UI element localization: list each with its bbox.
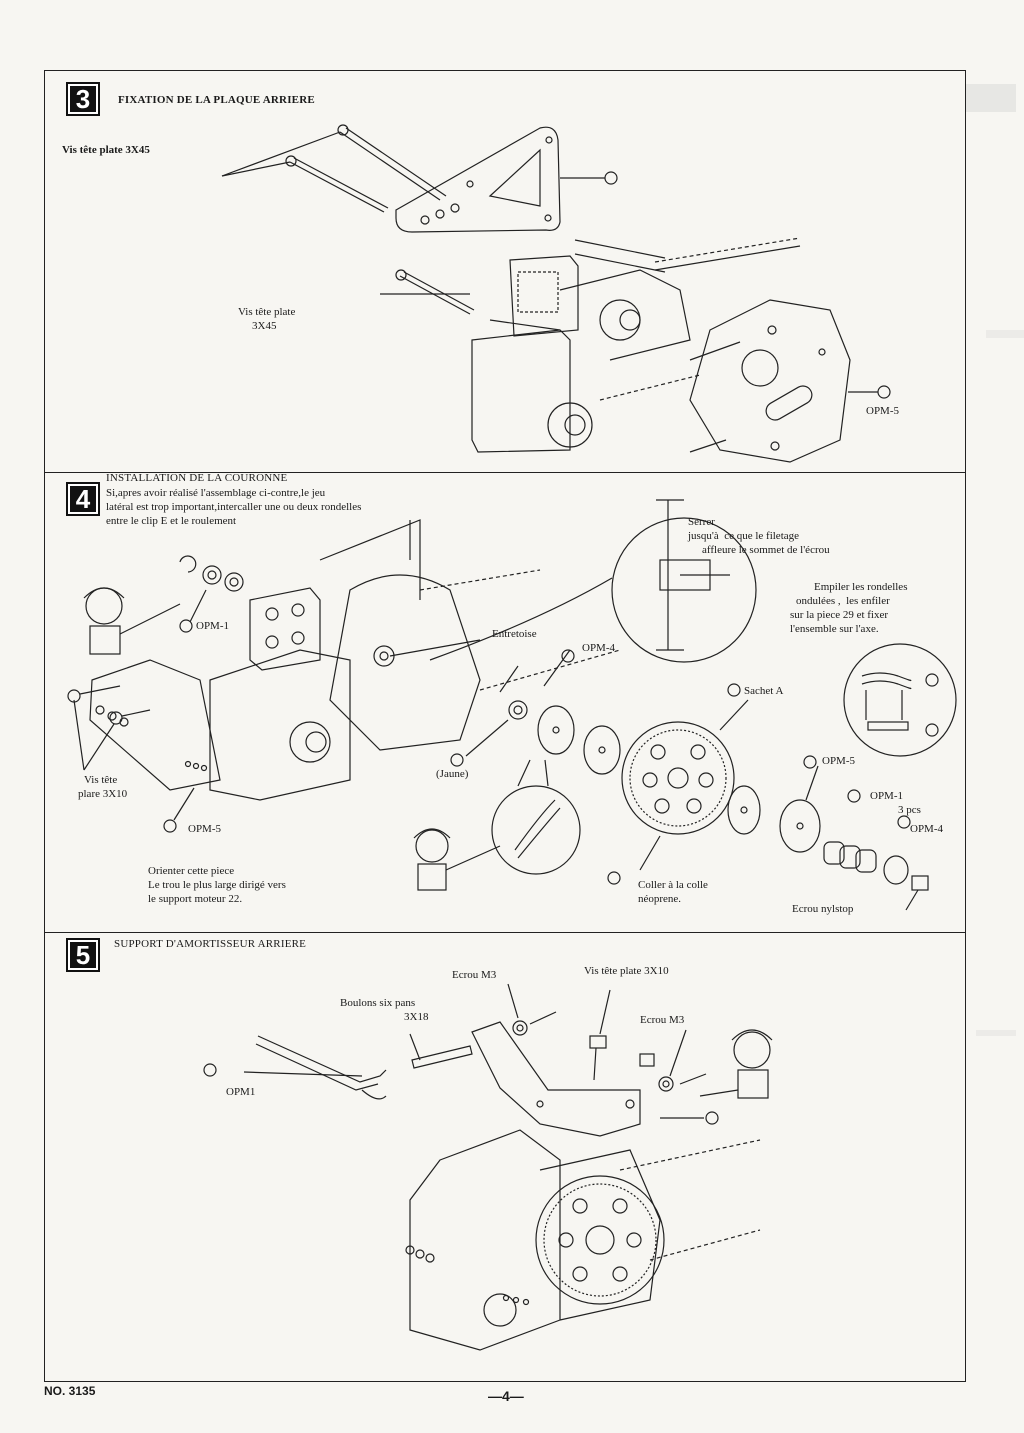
serrer-text-3: affleure le sommet de l'écrou — [702, 544, 830, 556]
colle-text-2: néoprene. — [638, 893, 682, 905]
step-4-text-3: entre le clip E et le roulement — [106, 515, 237, 527]
orienter-text-2: Le trou le plus large dirigé vers — [148, 879, 286, 891]
jaune-label: (Jaune) — [436, 768, 469, 780]
boulons-label-2: 3X18 — [404, 1011, 429, 1023]
empiler-text-4: l'ensemble sur l'axe. — [790, 623, 879, 635]
page-frame — [44, 70, 966, 1382]
opm4-label-a: OPM-4 — [582, 642, 616, 654]
orienter-text-1: Orienter cette piece — [148, 865, 235, 877]
step-4-title: INSTALLATION DE LA COURONNE — [106, 472, 288, 484]
empiler-text-3: sur la piece 29 et fixer — [790, 609, 889, 621]
step-3-drawing — [221, 124, 891, 463]
opm4-label-b: OPM-4 — [910, 823, 944, 835]
step-4-drawing — [67, 499, 957, 911]
ecrou-m3-label-a: Ecrou M3 — [452, 969, 497, 981]
step-3-title: FIXATION DE LA PLAQUE ARRIERE — [118, 94, 315, 106]
step-4-badge: 4 — [66, 482, 100, 516]
doc-number: NO. 3135 — [44, 1384, 96, 1398]
opm5-label-b: OPM-5 — [822, 755, 856, 767]
section-divider-3-4 — [44, 472, 966, 473]
step-3-screw-top-label: Vis tête plate 3X45 — [62, 144, 150, 156]
colle-text-1: Coller à la colle — [638, 879, 708, 891]
vis-plate-label: Vis tête plate 3X10 — [584, 965, 669, 977]
empiler-text-2: ondulées , les enfiler — [796, 595, 890, 607]
section-divider-4-5 — [44, 932, 966, 933]
ecrou-nylstop-label: Ecrou nylstop — [792, 903, 854, 915]
empiler-text-1: Empiler les rondelles — [814, 581, 908, 593]
vis-label-1: Vis tête — [84, 774, 118, 786]
step-3-badge: 3 — [66, 82, 100, 116]
boulons-label-1: Boulons six pans — [340, 997, 416, 1009]
opm5-label-a: OPM-5 — [188, 823, 222, 835]
pcs-label: 3 pcs — [898, 804, 921, 816]
step-3-screw-mid-label-1: Vis tête plate — [238, 306, 296, 318]
page-number: —4— — [488, 1388, 524, 1404]
opm1-label-a: OPM-1 — [196, 620, 230, 632]
step-3-opm-label: OPM-5 — [866, 405, 900, 417]
step-3-screw-mid-label-2: 3X45 — [252, 320, 277, 332]
step-5-title: SUPPORT D'AMORTISSEUR ARRIERE — [114, 938, 307, 950]
opm1-label-b: OPM-1 — [870, 790, 904, 802]
bleed-through-artifact — [966, 84, 1024, 1036]
ecrou-m3-label-b: Ecrou M3 — [640, 1014, 685, 1026]
orienter-text-3: le support moteur 22. — [148, 893, 243, 905]
step-5-badge: 5 — [66, 938, 100, 972]
opm1-label-step5: OPM1 — [226, 1086, 256, 1098]
step-4-text-2: latéral est trop important,intercaller u… — [106, 501, 362, 513]
serrer-text-2: jusqu'à ce que le filetage — [688, 530, 800, 542]
vis-label-2: plare 3X10 — [78, 788, 128, 800]
step-4-text-1: Si,apres avoir réalisé l'assemblage ci-c… — [106, 487, 326, 499]
sachet-label: Sachet A — [744, 685, 784, 697]
step-5-drawing — [203, 983, 773, 1351]
